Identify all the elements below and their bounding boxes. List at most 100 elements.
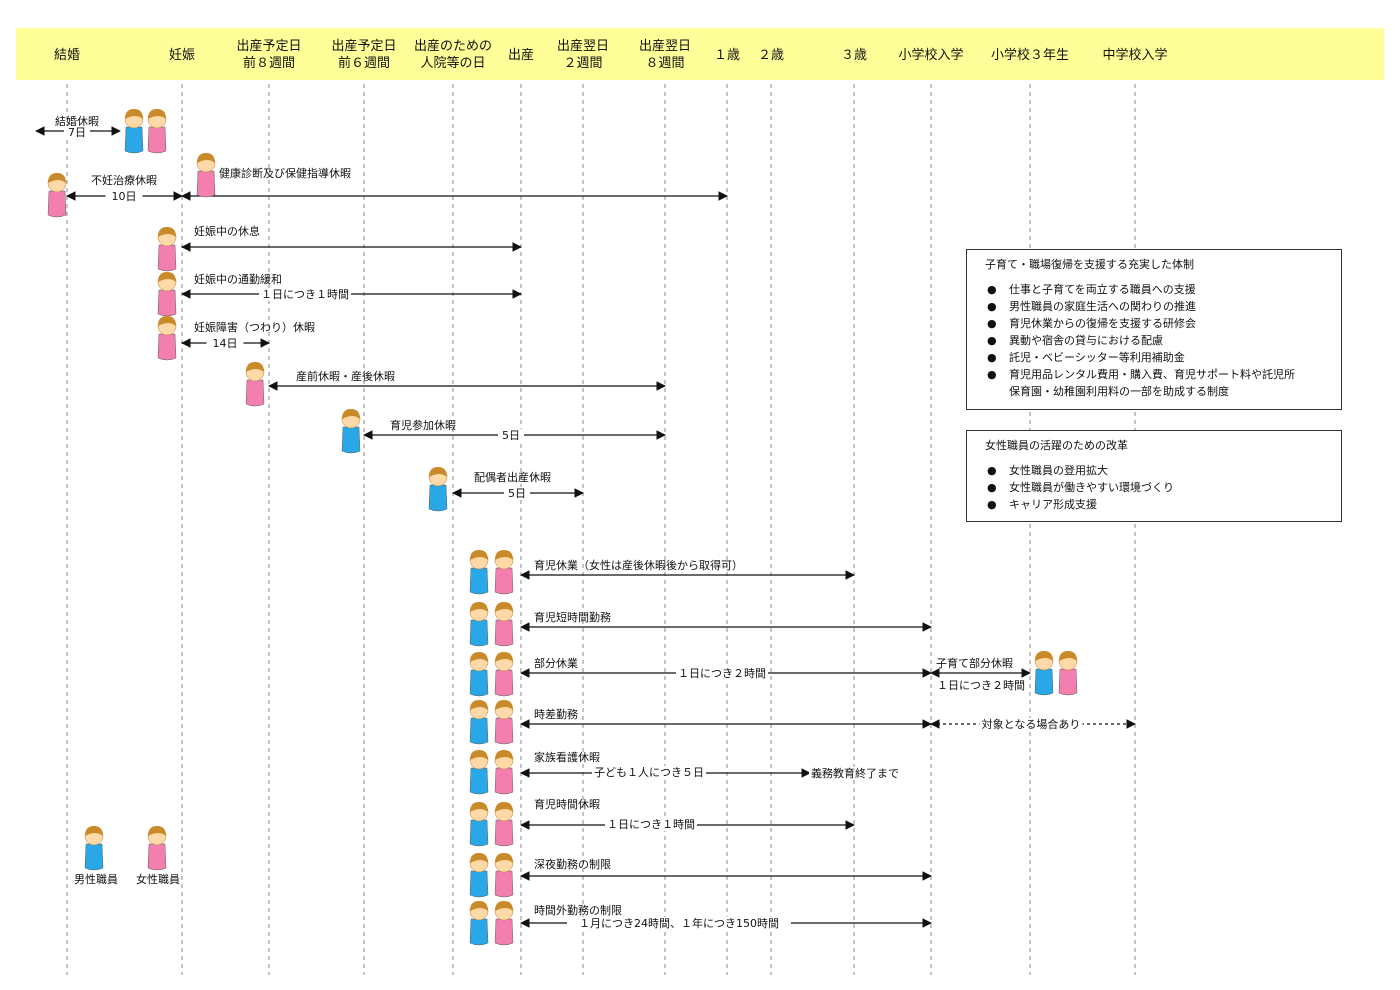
hair	[148, 109, 166, 119]
female-body	[1058, 668, 1078, 696]
milestone-line: 出産	[507, 48, 535, 63]
female-body	[494, 669, 514, 697]
milestone-line: 中学校入学	[1102, 48, 1168, 63]
milestone-age3: ３歳	[841, 47, 867, 64]
male-employee-icon	[469, 602, 489, 647]
overtime-limit-detail-bg	[567, 917, 791, 930]
female-body	[494, 567, 514, 595]
male-employee-icon	[341, 409, 361, 454]
milestone-age1: １歳	[714, 47, 740, 64]
staggered-extension-label-bg	[979, 718, 1083, 731]
female-body	[494, 717, 514, 745]
female-employee-icon	[157, 227, 177, 272]
child-partial-leave-detail: １日につき２時間	[937, 679, 1025, 692]
female-body	[494, 918, 514, 946]
male-body	[469, 717, 489, 745]
milestone-line: ２週間	[563, 56, 603, 71]
male-employee-icon	[469, 750, 489, 795]
milestone-birth: 出産	[508, 47, 534, 64]
hair	[1035, 651, 1053, 661]
family-care-detail-bg	[592, 766, 706, 779]
hair	[470, 853, 488, 863]
male-body	[124, 126, 144, 154]
female-body	[147, 126, 167, 154]
milestone-line: ２歳	[757, 48, 785, 63]
hair	[470, 550, 488, 560]
child-partial-leave-label: 子育て部分休暇	[936, 656, 1013, 670]
milestone-age2: ２歳	[758, 47, 784, 64]
hair	[158, 316, 176, 326]
women-box-item: 女性職員の登用拡大	[985, 462, 1331, 479]
partial-leave-detail-bg	[676, 667, 768, 680]
milestone-pregnancy: 妊娠	[169, 47, 195, 64]
childcare-leave-label: 育児休業（女性は産後休暇後から取得可）	[534, 558, 743, 572]
female-employee-icon	[494, 853, 514, 898]
milestone-hospital: 出産のための人院等の日	[414, 38, 492, 72]
women-reform-box: 女性職員の活躍のための改革 女性職員の登用拡大女性職員が働きやすい環境づくりキャ…	[966, 430, 1342, 522]
male-body	[469, 619, 489, 647]
infertility-leave-days-bg	[105, 190, 143, 203]
male-body	[341, 426, 361, 454]
female-body	[196, 170, 216, 198]
childcare-hour-detail: １日につき１時間	[607, 818, 695, 831]
milestone-line: １歳	[713, 48, 741, 63]
male-body	[469, 870, 489, 898]
female-body	[494, 870, 514, 898]
female-body	[245, 379, 265, 407]
female-employee-icon	[245, 362, 265, 407]
hair	[495, 700, 513, 710]
hair	[470, 750, 488, 760]
male-body	[469, 819, 489, 847]
women-list: 女性職員の登用拡大女性職員が働きやすい環境づくりキャリア形成支援	[985, 462, 1331, 513]
male-employee-icon	[1034, 651, 1054, 696]
childcare-participation-days: 5日	[502, 429, 520, 442]
hair	[470, 901, 488, 911]
hair	[148, 826, 166, 836]
female-body	[494, 767, 514, 795]
milestone-elementary: 小学校入学	[898, 47, 963, 64]
marriage-leave-days: 7日	[68, 126, 86, 139]
women-box-item: 女性職員が働きやすい環境づくり	[985, 479, 1331, 496]
family-care-note: 義務教育終了まで	[811, 766, 899, 780]
hair	[470, 802, 488, 812]
hair	[48, 173, 66, 183]
male-body	[1034, 668, 1054, 696]
male-employee-icon	[469, 901, 489, 946]
morning-sickness-days: 14日	[213, 337, 238, 350]
female-legend-label: 女性職員	[136, 872, 180, 886]
spouse-birth-label: 配偶者出産休暇	[474, 470, 551, 484]
marriage-leave-days-bg	[64, 126, 90, 139]
hair	[1059, 651, 1077, 661]
infertility-leave-label: 不妊治療休暇	[91, 173, 157, 187]
support-system-box: 子育て・職場復帰を支援する充実した体制 仕事と子育てを両立する職員への支援男性職…	[966, 249, 1342, 410]
night-work-limit-label: 深夜勤務の制限	[534, 857, 611, 871]
milestone-line: 出産予定日	[331, 39, 397, 54]
milestone-line: 小学校入学	[898, 48, 964, 63]
hair	[470, 700, 488, 710]
female-body	[47, 190, 67, 218]
milestone-line: 結婚	[53, 48, 81, 63]
staggered-hours-label: 時差勤務	[534, 707, 578, 721]
male-body	[428, 484, 448, 512]
milestone-line: 出産翌日	[638, 39, 692, 54]
commute-relief-label: 妊娠中の通勤緩和	[194, 272, 282, 286]
support-box-item: 託児・ベビーシッター等利用補助金	[985, 349, 1331, 366]
support-box-item: 育児休業からの復帰を支援する研修会	[985, 315, 1331, 332]
milestone-juniorhigh: 中学校入学	[1102, 47, 1167, 64]
health-checkup-label: 健康診断及び保健指導休暇	[219, 166, 351, 180]
milestone-line: 出産翌日	[556, 39, 610, 54]
female-employee-icon	[157, 316, 177, 361]
milestone-due8w: 出産予定日前８週間	[236, 38, 301, 72]
male-employee-icon	[469, 853, 489, 898]
childcare-hour-label: 育児時間休暇	[534, 797, 600, 811]
childcare-participation-label: 育児参加休暇	[390, 418, 456, 432]
spouse-birth-days: 5日	[508, 487, 526, 500]
short-hours-label: 育児短時間勤務	[534, 610, 611, 624]
milestone-due6w: 出産予定日前６週間	[331, 38, 396, 72]
male-body	[469, 567, 489, 595]
hair	[246, 362, 264, 372]
family-care-label: 家族看護休暇	[534, 750, 600, 764]
morning-sickness-label: 妊娠障害（つわり）休暇	[194, 320, 315, 334]
